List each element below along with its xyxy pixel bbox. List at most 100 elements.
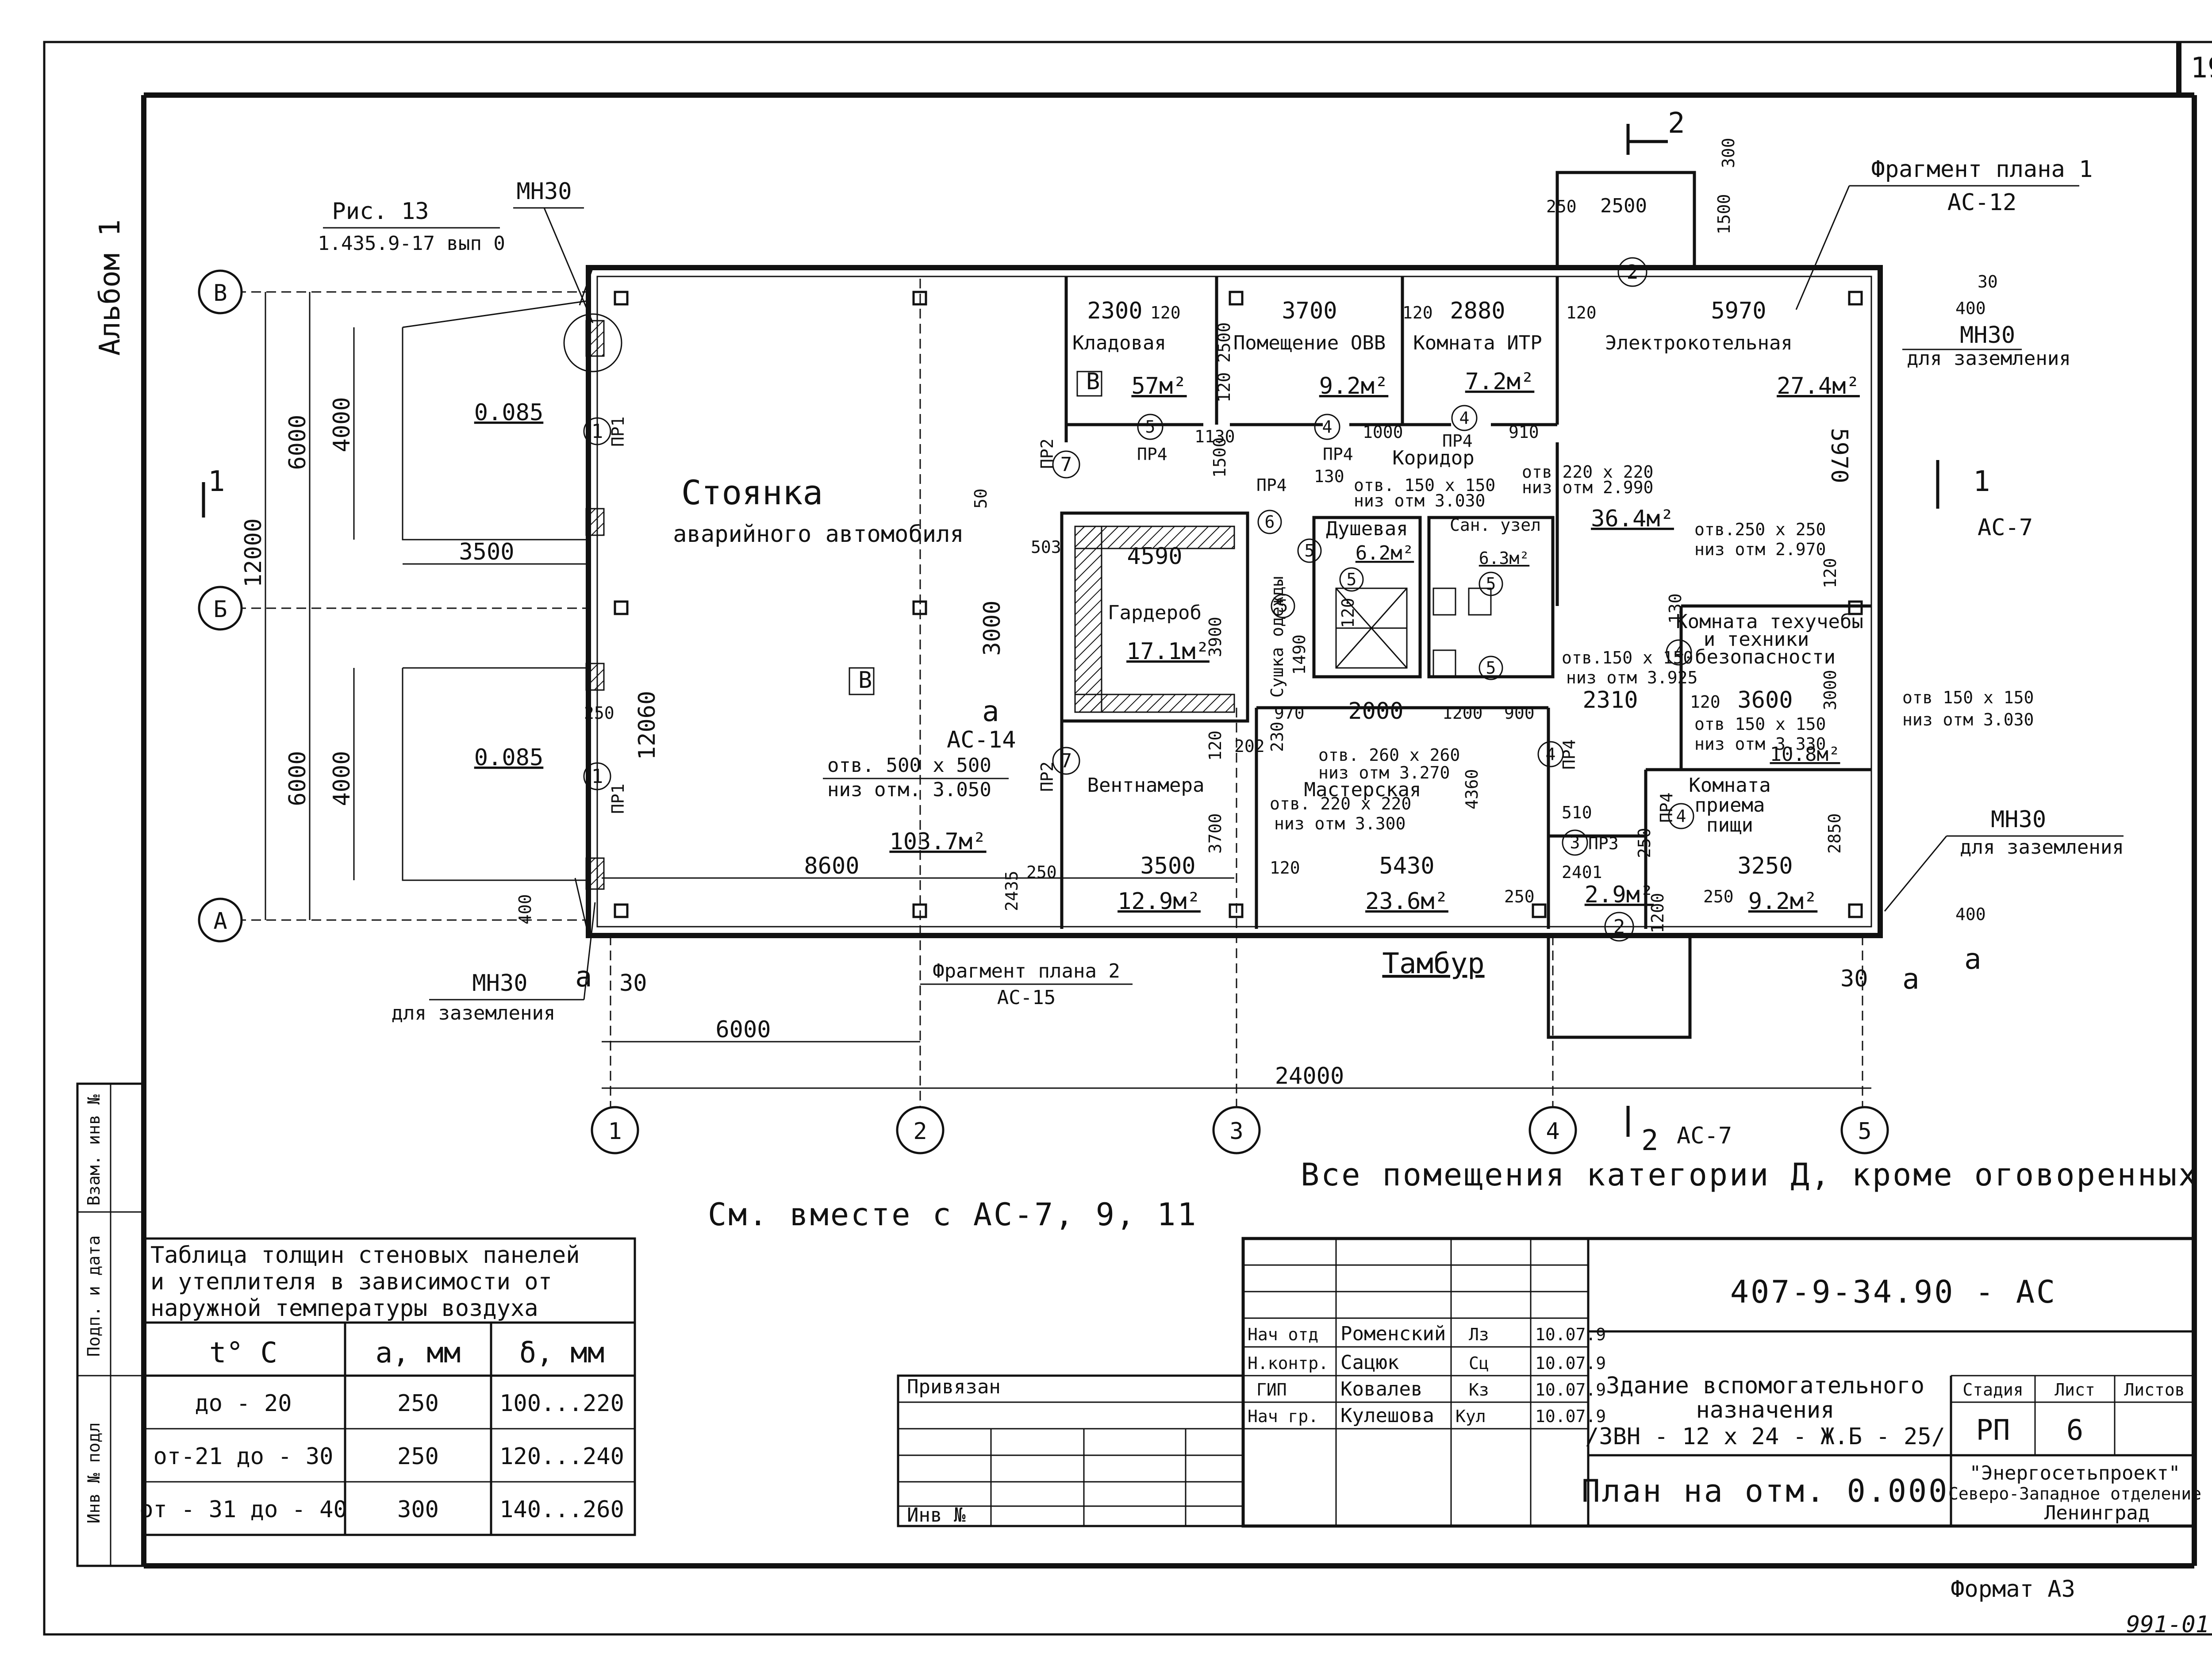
dim: 120 — [1214, 372, 1234, 403]
door-mark-3: 3 — [1570, 833, 1580, 852]
name-4: Кулешова — [1340, 1404, 1434, 1427]
table-cell: от - 31 до - 40 — [139, 1496, 347, 1523]
dim: 900 — [1504, 703, 1535, 723]
notes: Рис. 13 1.435.9-17 вып 0 МН30 Фрагмент п… — [202, 107, 2197, 1233]
room-parking-line2: аварийного автомобиля — [673, 521, 964, 548]
dim: 1490 — [1290, 634, 1309, 675]
room-corridor: Коридор — [1392, 447, 1474, 469]
axis-label-3: 3 — [1229, 1118, 1243, 1145]
table-cell: 100...220 — [499, 1390, 624, 1417]
table-header-delta: δ, мм — [519, 1337, 605, 1369]
title-doc-code: 407-9-34.90 - АС — [1730, 1274, 2057, 1310]
opening-2b: низ отм 2.990 — [1522, 478, 1653, 497]
name-2: Сацюк — [1340, 1351, 1399, 1374]
mark-a-1: а — [575, 961, 592, 993]
dim: 2850 — [1825, 813, 1844, 854]
opening-7: отв. 260 х 260 — [1318, 745, 1460, 765]
dim: 30 — [1978, 272, 1998, 291]
dim: 8600 — [804, 853, 859, 879]
dim: 1130 — [1194, 427, 1235, 446]
door-mark-5: 5 — [1145, 417, 1156, 437]
room-pantry-area: 57м² — [1131, 373, 1187, 399]
room-tech: Комната техучебы — [1676, 610, 1863, 633]
dim: 1200 — [1442, 703, 1483, 723]
room-tech2: и техники — [1704, 628, 1809, 651]
dim: 120 — [1206, 730, 1225, 761]
section-2-bottom-ref: АС-7 — [1677, 1123, 1732, 1149]
room-meals3: пищи — [1706, 814, 1753, 836]
sheet-number: 19 — [2190, 52, 2212, 84]
dim: 300 — [1719, 138, 1738, 168]
dim: 120 — [1566, 303, 1597, 322]
ref-ris13: Рис. 13 — [332, 198, 429, 225]
date-4: 10.07.9 — [1535, 1407, 1606, 1426]
sheet-frame — [43, 41, 2212, 1636]
building-walls — [402, 171, 1883, 1039]
door-mark-2b: 2 — [1613, 916, 1625, 938]
door-mark-1: 1 — [591, 420, 603, 443]
dim: 120 — [1270, 858, 1300, 878]
dim: 970 — [1274, 703, 1305, 723]
axis-bubble-a: А — [198, 897, 243, 943]
door-mark-4d: 4 — [1546, 744, 1556, 764]
door-mark-7b: 7 — [1060, 750, 1072, 772]
dim: 3250 — [1737, 853, 1793, 879]
side-stamp: Взам. инв № Подп. и дата Инв № подл — [76, 1082, 145, 1567]
ref-frag1-sheet: АС-12 — [1947, 189, 2017, 216]
room-vent: Вентнамера — [1087, 774, 1205, 797]
axis-bubble-5: 5 — [1840, 1106, 1889, 1154]
room-itr: Комната ИТР — [1413, 332, 1542, 354]
title-block: Привязан Инв № 407-9-34.90 - АС Нач отд … — [897, 1237, 2201, 1528]
ref-mn30-top-left: МН30 — [516, 178, 572, 205]
role-4: Нач гр. — [1248, 1407, 1318, 1426]
name-1: Роменский — [1340, 1323, 1446, 1345]
room-vestibule: Тамбур — [1382, 947, 1484, 980]
door-pr1-b: ПР1 — [608, 783, 628, 814]
dim: 4000 — [329, 751, 355, 806]
section-1-right-ref: АС-7 — [1978, 514, 2033, 541]
door-mark-6: 6 — [1265, 512, 1275, 532]
axis-bubble-1: 1 — [591, 1106, 639, 1154]
dim: 4000 — [329, 397, 355, 452]
dim: 30 — [619, 970, 647, 997]
axis-label-v: В — [213, 280, 227, 307]
door-pr4-f: ПР4 — [1657, 792, 1676, 823]
table-caption-1: Таблица толщин стеновых панелей — [150, 1242, 580, 1269]
door-mark-4e: 4 — [1676, 806, 1686, 826]
dimensions: 2500 300 1500 250 6000 6000 12000 4000 4… — [240, 138, 1998, 1089]
door-pr4-b: ПР4 — [1323, 445, 1353, 464]
sign-1: Лз — [1469, 1325, 1489, 1344]
dim: 120 — [1150, 303, 1181, 322]
axis-bubble-v: В — [198, 269, 243, 314]
dim: 4590 — [1127, 543, 1182, 570]
dim: 30 — [1840, 966, 1868, 992]
dim: 3000 — [979, 600, 1006, 656]
ref-ris13-series: 1.435.9-17 вып 0 — [318, 232, 505, 255]
room-shower-area: 6.2м² — [1356, 542, 1414, 564]
sheet-value: 6 — [2066, 1414, 2084, 1447]
dim: 120 — [1338, 598, 1358, 628]
room-labels: Стоянка аварийного автомобиля 103.7м² 0.… — [474, 332, 1863, 980]
opening-6b: низ отм 3.330 — [1694, 734, 1826, 754]
dim: 2310 — [1582, 687, 1638, 713]
door-mark-5d: 5 — [1278, 596, 1288, 616]
room-tech-area: 10.8м² — [1770, 743, 1840, 766]
dim: 4360 — [1462, 769, 1482, 809]
dim: 400 — [515, 894, 535, 924]
room-meals2: приема — [1695, 794, 1765, 817]
role-1: Нач отд — [1248, 1325, 1318, 1344]
door-mark-5e: 5 — [1486, 574, 1496, 594]
title-inv: Инв № — [907, 1504, 966, 1526]
room-pantry: Кладовая — [1072, 332, 1166, 354]
dim: 5430 — [1379, 853, 1434, 879]
table-cell: 250 — [397, 1390, 439, 1417]
see-also-note: См. вместе с АС-7, 9, 11 — [708, 1196, 1198, 1233]
ref-mn30-bottom-left-2: для заземления — [392, 1002, 556, 1024]
stage-value: РП — [1976, 1414, 2010, 1447]
dim: 250 — [1635, 828, 1654, 858]
ref-mn30-bottom-left: МН30 — [472, 970, 527, 997]
room-parking-line1: Стоянка — [681, 473, 823, 512]
opening-6: отв 150 х 150 — [1694, 714, 1826, 734]
section-1-left: 1 — [208, 465, 225, 498]
side-stamp-replace: Взам. инв № — [84, 1094, 104, 1206]
